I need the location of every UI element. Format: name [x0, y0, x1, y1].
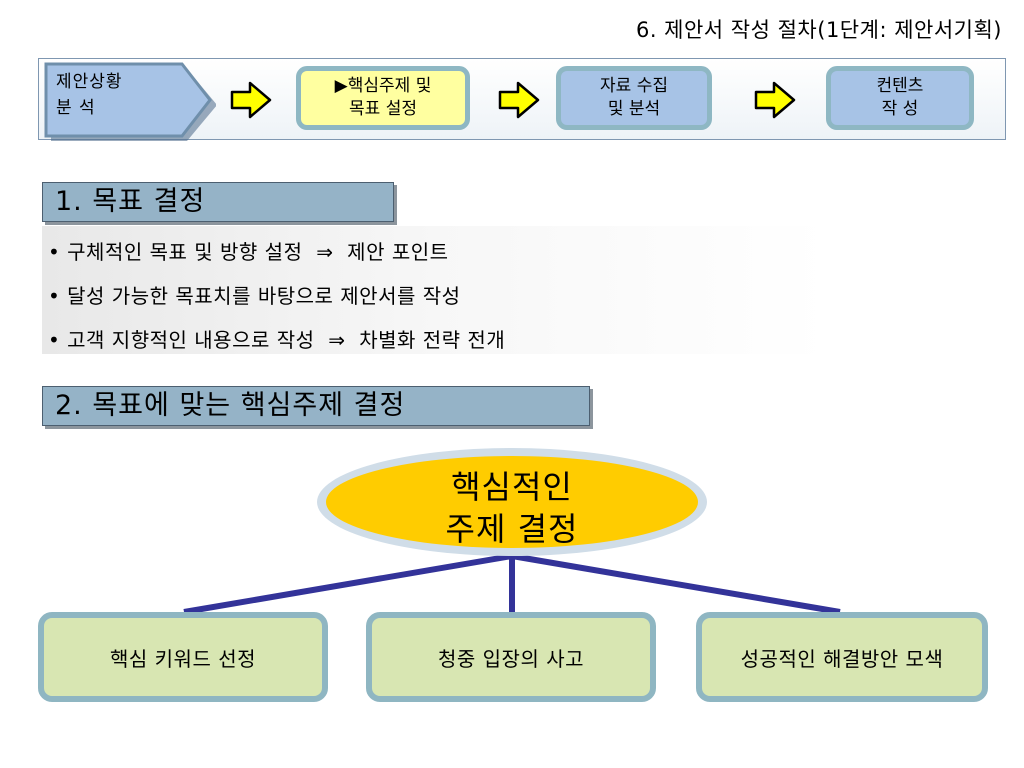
- pentagon-shape: [44, 62, 216, 141]
- leaf-audience-perspective: 청중 입장의 사고: [366, 612, 656, 702]
- list-item: • 고객 지향적인 내용으로 작성 ⇒ 차별화 전략 전개: [48, 328, 506, 352]
- connector-line: [183, 553, 513, 615]
- arrow-right-icon: [498, 81, 540, 119]
- section-title-core-topic: 2. 목표에 맞는 핵심주제 결정: [42, 386, 590, 426]
- goal-bullet-list: • 구체적인 목표 및 방향 설정 ⇒ 제안 포인트 • 달성 가능한 목표치를…: [42, 226, 828, 354]
- arrow-right-icon: [754, 81, 796, 119]
- step-data-collection: 자료 수집 및 분석: [556, 66, 712, 130]
- connector-line: [511, 553, 841, 615]
- page-title: 6. 제안서 작성 절차(1단계: 제안서기획): [635, 18, 1002, 42]
- center-topic-label: 핵심적인 주제 결정: [445, 468, 579, 548]
- leaf-keyword-selection: 핵심 키워드 선정: [38, 612, 328, 702]
- section-title-goal: 1. 목표 결정: [42, 182, 394, 222]
- step-situation-analysis: 제안상황 분 석: [44, 62, 216, 142]
- leaf-solution-search: 성공적인 해결방안 모색: [696, 612, 988, 702]
- center-ellipse: [326, 456, 698, 548]
- arrow-right-icon: [230, 81, 272, 119]
- list-item: • 구체적인 목표 및 방향 설정 ⇒ 제안 포인트: [48, 240, 449, 264]
- step-core-topic-goal: ▶핵심주제 및 목표 설정: [296, 66, 470, 130]
- step-content-writing: 컨텐츠 작 성: [826, 66, 974, 130]
- step-label: 제안상황 분 석: [56, 72, 123, 118]
- list-item: • 달성 가능한 목표치를 바탕으로 제안서를 작성: [48, 284, 461, 308]
